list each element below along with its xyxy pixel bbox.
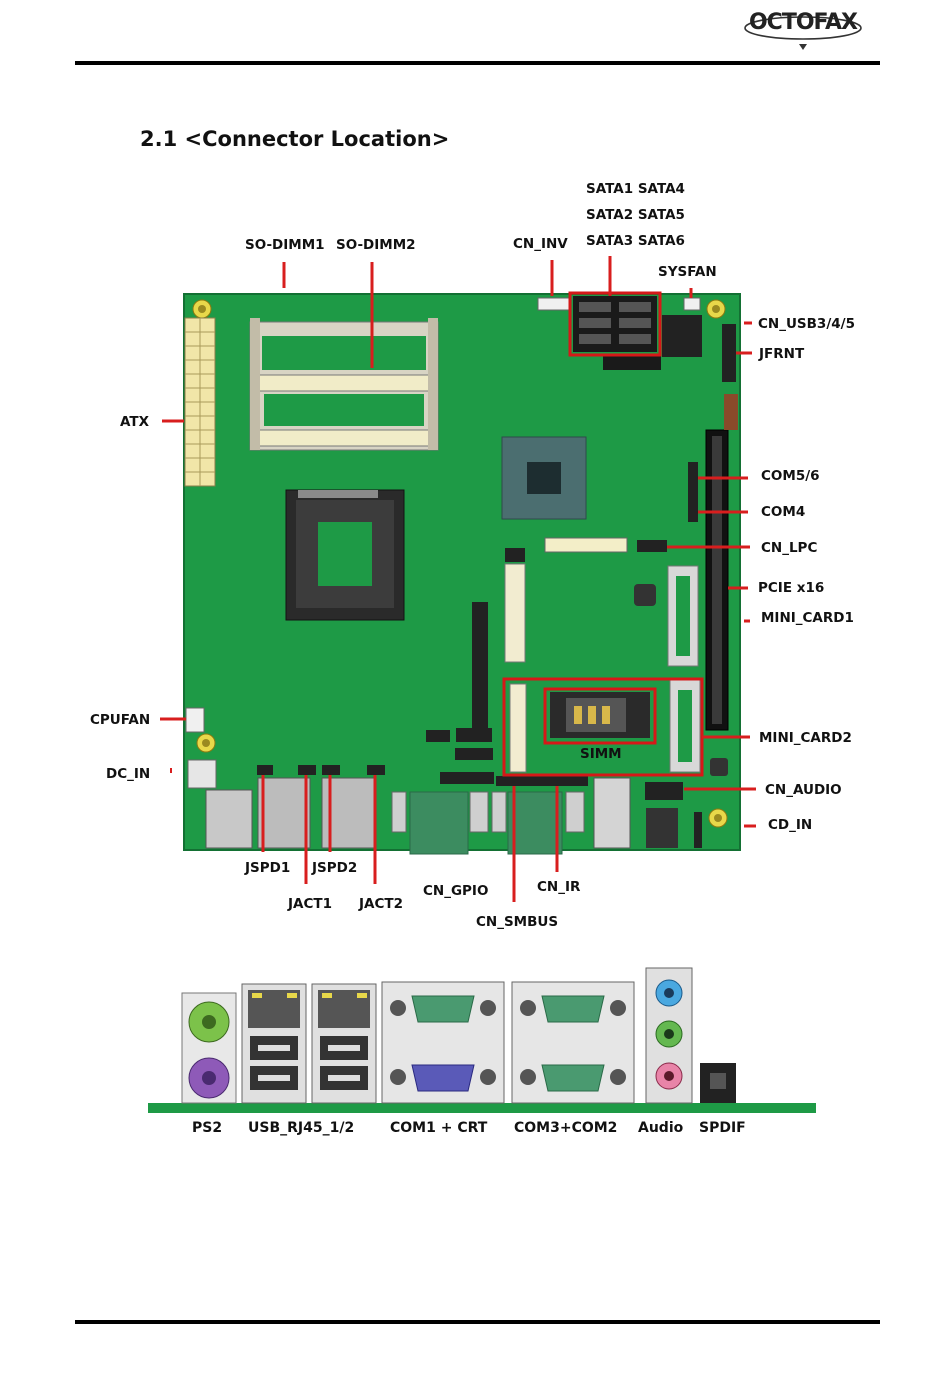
label-so-dimm2: SO-DIMM2 [336, 237, 416, 253]
label-cn-lpc: CN_LPC [761, 540, 818, 556]
jspd1-jumper [257, 765, 273, 775]
footer-rule [75, 1320, 880, 1324]
label-dc-in: DC_IN [106, 766, 151, 782]
label-cn-gpio: CN_GPIO [423, 883, 489, 899]
label-jact2: JACT2 [359, 896, 403, 912]
sysfan-connector [683, 297, 701, 311]
pcie-small-header [724, 394, 738, 430]
cn-lpc-header [637, 540, 667, 552]
label-usb-rj45: USB_RJ45_1/2 [248, 1120, 355, 1136]
label-sata-row2: SATA2 SATA5 [586, 207, 685, 223]
jspd2-jumper [322, 765, 340, 775]
label-com1-crt: COM1 + CRT [390, 1120, 488, 1136]
jfrnt-header [722, 324, 736, 382]
leader-lines [160, 256, 756, 902]
label-ps2: PS2 [192, 1120, 223, 1136]
cn-audio-header [645, 782, 683, 800]
mini-card-vertical-slot [504, 563, 526, 663]
pcie-slot [705, 429, 729, 731]
misc-header-b [456, 728, 492, 742]
sata-connectors [573, 296, 661, 370]
logo-swoosh-icon [744, 16, 862, 50]
label-sysfan: SYSFAN [658, 264, 717, 280]
label-cd-in: CD_IN [768, 817, 813, 833]
label-com4: COM4 [761, 504, 806, 520]
board-chip-small [634, 584, 656, 606]
chipset [501, 436, 587, 520]
cpu-socket [285, 489, 405, 621]
label-audio: Audio [638, 1120, 684, 1136]
section-title: 2.1 <Connector Location> [140, 127, 450, 151]
label-sata-row1: SATA1 SATA4 [586, 181, 685, 197]
jact2-jumper [367, 765, 385, 775]
dc-in-connector [187, 759, 217, 789]
label-jspd2: JSPD2 [312, 860, 358, 876]
label-jfrnt: JFRNT [759, 346, 805, 362]
label-mini-card2: MINI_CARD2 [759, 730, 852, 746]
misc-header-d [440, 772, 494, 784]
logo-text: OCTOFAX [748, 10, 858, 35]
label-sata-row3: SATA3 SATA6 [586, 233, 685, 249]
com56-header [688, 462, 698, 504]
label-atx: ATX [120, 414, 150, 430]
label-cn-smbus: CN_SMBUS [476, 914, 559, 930]
label-cn-ir: CN_IR [537, 879, 581, 895]
smbus-ir-header [496, 776, 588, 786]
label-jspd1: JSPD1 [245, 860, 291, 876]
rear-io-panel [148, 967, 816, 1113]
misc-header-a [426, 730, 450, 742]
mini-pcie-connector [544, 537, 628, 553]
label-simm: SIMM [580, 746, 622, 762]
simm-highlight [543, 687, 657, 745]
label-pcie-x16: PCIE x16 [758, 580, 825, 596]
cn-gpio-header [472, 602, 488, 740]
jact1-jumper [298, 765, 316, 775]
label-cn-usb345: CN_USB3/4/5 [758, 316, 855, 332]
mini-card2-white-slot [509, 683, 527, 773]
label-com56: COM5/6 [761, 468, 820, 484]
company-logo: OCTOFAX [738, 4, 868, 50]
atx-connector [184, 317, 216, 487]
simm-socket [550, 692, 650, 738]
cd-in-header [694, 812, 702, 848]
com4-header [688, 500, 698, 522]
label-spdif: SPDIF [699, 1120, 746, 1136]
so-dimm-slots [249, 318, 439, 451]
cpufan-connector [185, 707, 205, 733]
label-com3-com2: COM3+COM2 [514, 1120, 618, 1136]
label-cn-inv: CN_INV [513, 236, 568, 252]
label-mini-card1: MINI_CARD1 [761, 610, 854, 626]
sata-highlight [568, 291, 662, 357]
rear-io-pcb-edge [148, 1103, 816, 1113]
board-chip-corner [710, 758, 728, 776]
cn-inv-connector [537, 297, 571, 311]
label-cn-audio: CN_AUDIO [765, 782, 842, 798]
label-so-dimm1: SO-DIMM1 [245, 237, 325, 253]
label-cpufan: CPUFAN [90, 712, 151, 728]
mounting-holes [192, 299, 728, 828]
misc-header-c [455, 748, 493, 760]
cn-usb345-header [662, 315, 702, 357]
header-rule [75, 61, 880, 65]
label-jact1: JACT1 [288, 896, 332, 912]
mini-card2-highlight [502, 677, 704, 777]
